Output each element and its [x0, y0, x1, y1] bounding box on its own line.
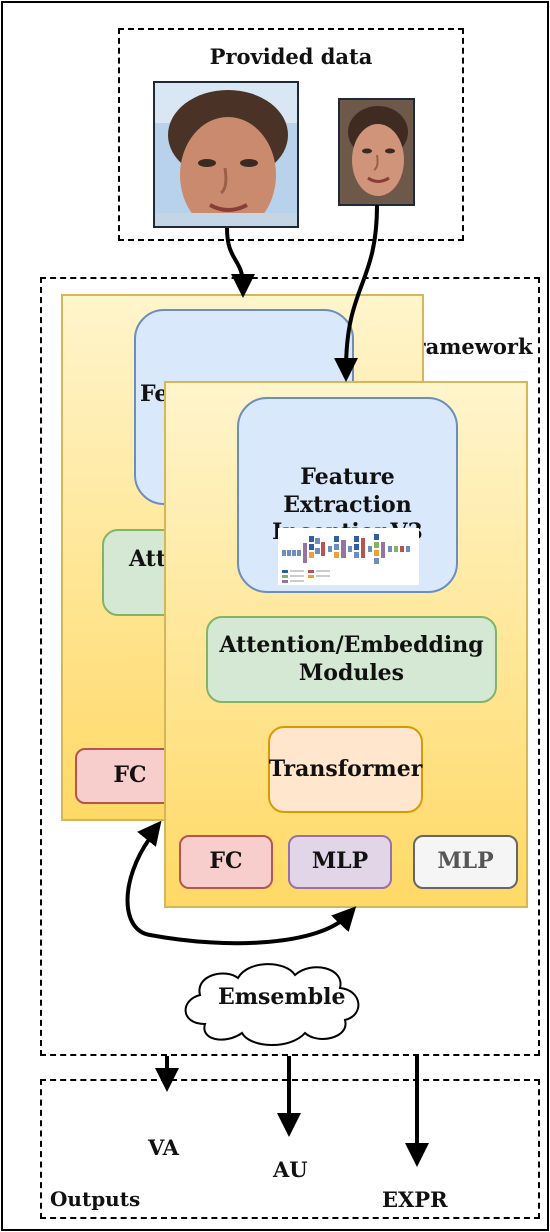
feature-extraction-box: Feature Extraction InceptionV3 [237, 397, 458, 593]
provided-data-box [118, 28, 464, 241]
ensemble-label: Emsemble [218, 984, 346, 1010]
back-feature-extraction-label: Fe [140, 381, 169, 407]
arrow-face-to-front-panel [334, 204, 379, 382]
output-va: VA [148, 1135, 179, 1160]
mlp-label-1: MLP [311, 848, 369, 875]
mlp-box-2: MLP [413, 835, 518, 889]
arrow-loop-to-back-panel [137, 820, 162, 847]
attention-embedding-box: Attention/Embedding Modules [206, 616, 497, 703]
face-image-small [338, 98, 415, 206]
provided-data-title: Provided data [209, 44, 373, 69]
arrow-ensemble-loop [125, 836, 357, 946]
fc-box: FC [179, 835, 273, 889]
inceptionv3-diagram-thumbnail [278, 528, 419, 585]
back-fc-label: FC [113, 762, 147, 789]
mlp-box-1: MLP [288, 835, 392, 889]
framework-box [40, 277, 540, 1056]
output-expr: EXPR [382, 1187, 448, 1212]
mlp-label-2: MLP [437, 848, 494, 875]
outputs-title: Outputs [50, 1187, 141, 1211]
attention-embedding-label: Attention/Embedding Modules [219, 632, 484, 686]
face-image-large [153, 81, 299, 228]
arrow-face-to-back-panel [225, 227, 255, 298]
transformer-box: Transformer [268, 726, 423, 813]
output-au: AU [273, 1157, 308, 1182]
back-attention-label: Att [129, 546, 167, 572]
fc-label: FC [209, 848, 243, 875]
transformer-label: Transformer [268, 755, 423, 782]
